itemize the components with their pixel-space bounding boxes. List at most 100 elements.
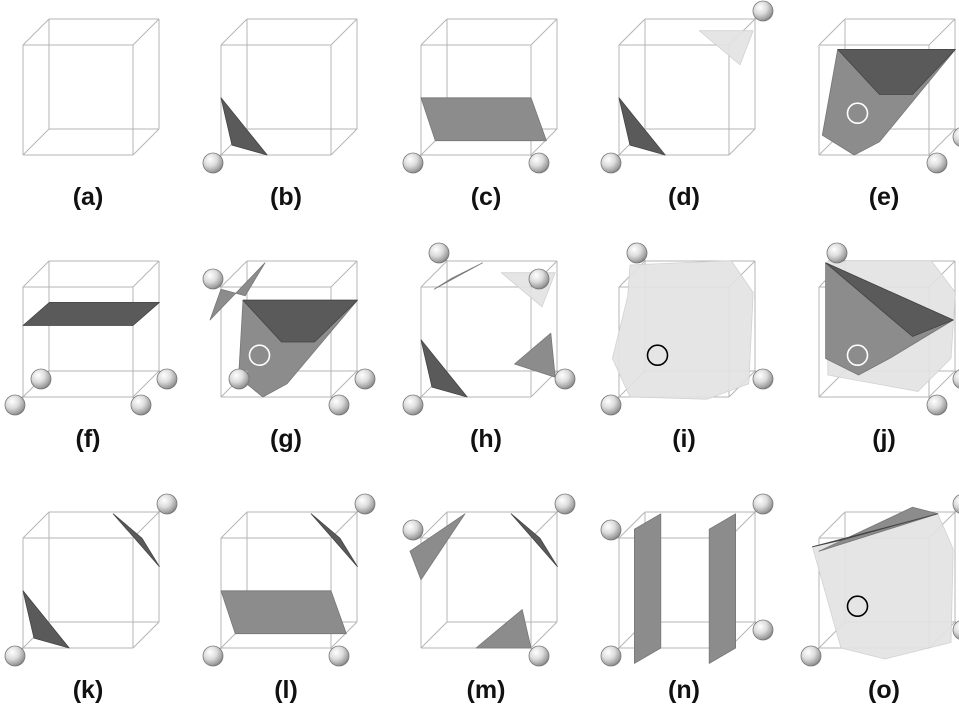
vertex-sphere [554, 368, 576, 390]
isosurface-triangle [708, 513, 736, 664]
panel-label: (m) [467, 676, 506, 704]
isosurface-triangle [22, 590, 70, 649]
panel-label: (k) [73, 676, 104, 704]
vertex-sphere [800, 645, 822, 667]
vertex-sphere [156, 493, 178, 515]
panel-l [202, 493, 376, 667]
panel-label: (l) [274, 676, 298, 704]
vertex-sphere [30, 368, 52, 390]
vertex-sphere [4, 645, 26, 667]
vertex-sphere [354, 493, 376, 515]
isosurface-triangle [812, 513, 954, 660]
vertex-sphere [952, 620, 959, 640]
isosurface-triangle [618, 97, 666, 156]
isosurface-triangle [698, 30, 754, 66]
panel-c [402, 18, 558, 174]
isosurface-triangle [420, 97, 547, 142]
panel-label: (n) [668, 676, 700, 704]
vertex-sphere [600, 394, 622, 416]
panel-label: (h) [470, 425, 502, 453]
vertex-sphere [528, 152, 550, 174]
isosurface-triangle [612, 260, 754, 400]
panel-label: (j) [872, 425, 896, 453]
isosurface-triangle [220, 590, 347, 635]
vertex-sphere [402, 394, 424, 416]
vertex-sphere [528, 645, 550, 667]
isosurface-triangle [22, 301, 160, 326]
vertex-sphere [202, 152, 224, 174]
isosurface-triangle [514, 332, 556, 378]
vertex-sphere [528, 268, 550, 290]
isosurface-triangle [112, 513, 160, 567]
vertex-sphere [402, 152, 424, 174]
vertex-sphere [328, 394, 350, 416]
isosurface-triangle [825, 262, 954, 337]
panel-label: (a) [73, 183, 104, 211]
panel-o [800, 494, 959, 667]
vertex-sphere [428, 242, 450, 264]
hidden-vertex-ring [646, 344, 669, 367]
panel-m [402, 493, 576, 667]
vertex-sphere [600, 152, 622, 174]
vertex-sphere [600, 519, 622, 541]
panel-label: (o) [868, 676, 900, 704]
vertex-sphere [752, 493, 774, 515]
panel-f [4, 260, 178, 416]
isosurface-triangle [242, 299, 358, 343]
vertex-sphere [354, 368, 376, 390]
cube-wireframe [22, 511, 160, 649]
vertex-sphere [228, 368, 250, 390]
isosurface-triangle [209, 262, 266, 321]
vertex-sphere [554, 493, 576, 515]
isosurface-triangle [510, 513, 558, 567]
isosurface-triangle [433, 262, 484, 290]
isosurface-triangle [420, 339, 468, 398]
hidden-vertex-ring [846, 595, 869, 618]
vertex-sphere [202, 645, 224, 667]
hidden-vertex-ring [248, 344, 271, 367]
vertex-sphere [926, 394, 948, 416]
isosurface-triangle [475, 609, 532, 649]
isosurface-triangle [409, 513, 466, 581]
vertex-sphere [4, 394, 26, 416]
panel-label: (c) [471, 183, 502, 211]
vertex-sphere [600, 645, 622, 667]
isosurface-triangle [220, 97, 268, 156]
panel-k [4, 493, 178, 667]
panel-label: (d) [668, 183, 700, 211]
panel-h [402, 242, 576, 416]
vertex-sphere [826, 242, 848, 264]
vertex-sphere [926, 152, 948, 174]
panel-label: (b) [270, 183, 302, 211]
panel-b [202, 18, 358, 174]
panel-a [22, 18, 160, 156]
isosurface-triangle [837, 49, 956, 95]
panel-label: (g) [270, 425, 302, 453]
cube-wireframe [220, 18, 358, 156]
cube-wireframe [22, 18, 160, 156]
vertex-sphere [328, 645, 350, 667]
vertex-sphere [626, 242, 648, 264]
isosurface-triangle [310, 513, 358, 567]
panel-e [818, 18, 959, 174]
panel-g [202, 260, 376, 416]
panel-label: (f) [76, 425, 101, 453]
vertex-sphere [952, 494, 959, 514]
panel-j [818, 242, 959, 416]
vertex-sphere [752, 368, 774, 390]
vertex-sphere [130, 394, 152, 416]
vertex-sphere [202, 268, 224, 290]
panel-i [600, 242, 774, 416]
panel-d [600, 0, 774, 174]
vertex-sphere [402, 519, 424, 541]
vertex-sphere [952, 127, 959, 147]
hidden-vertex-ring [846, 344, 869, 367]
panel-label: (i) [672, 425, 696, 453]
vertex-sphere [156, 368, 178, 390]
vertex-sphere [952, 369, 959, 389]
panel-label: (e) [869, 183, 900, 211]
isosurface-triangle [812, 513, 939, 548]
panel-n [600, 493, 774, 667]
hidden-vertex-ring [846, 102, 869, 124]
